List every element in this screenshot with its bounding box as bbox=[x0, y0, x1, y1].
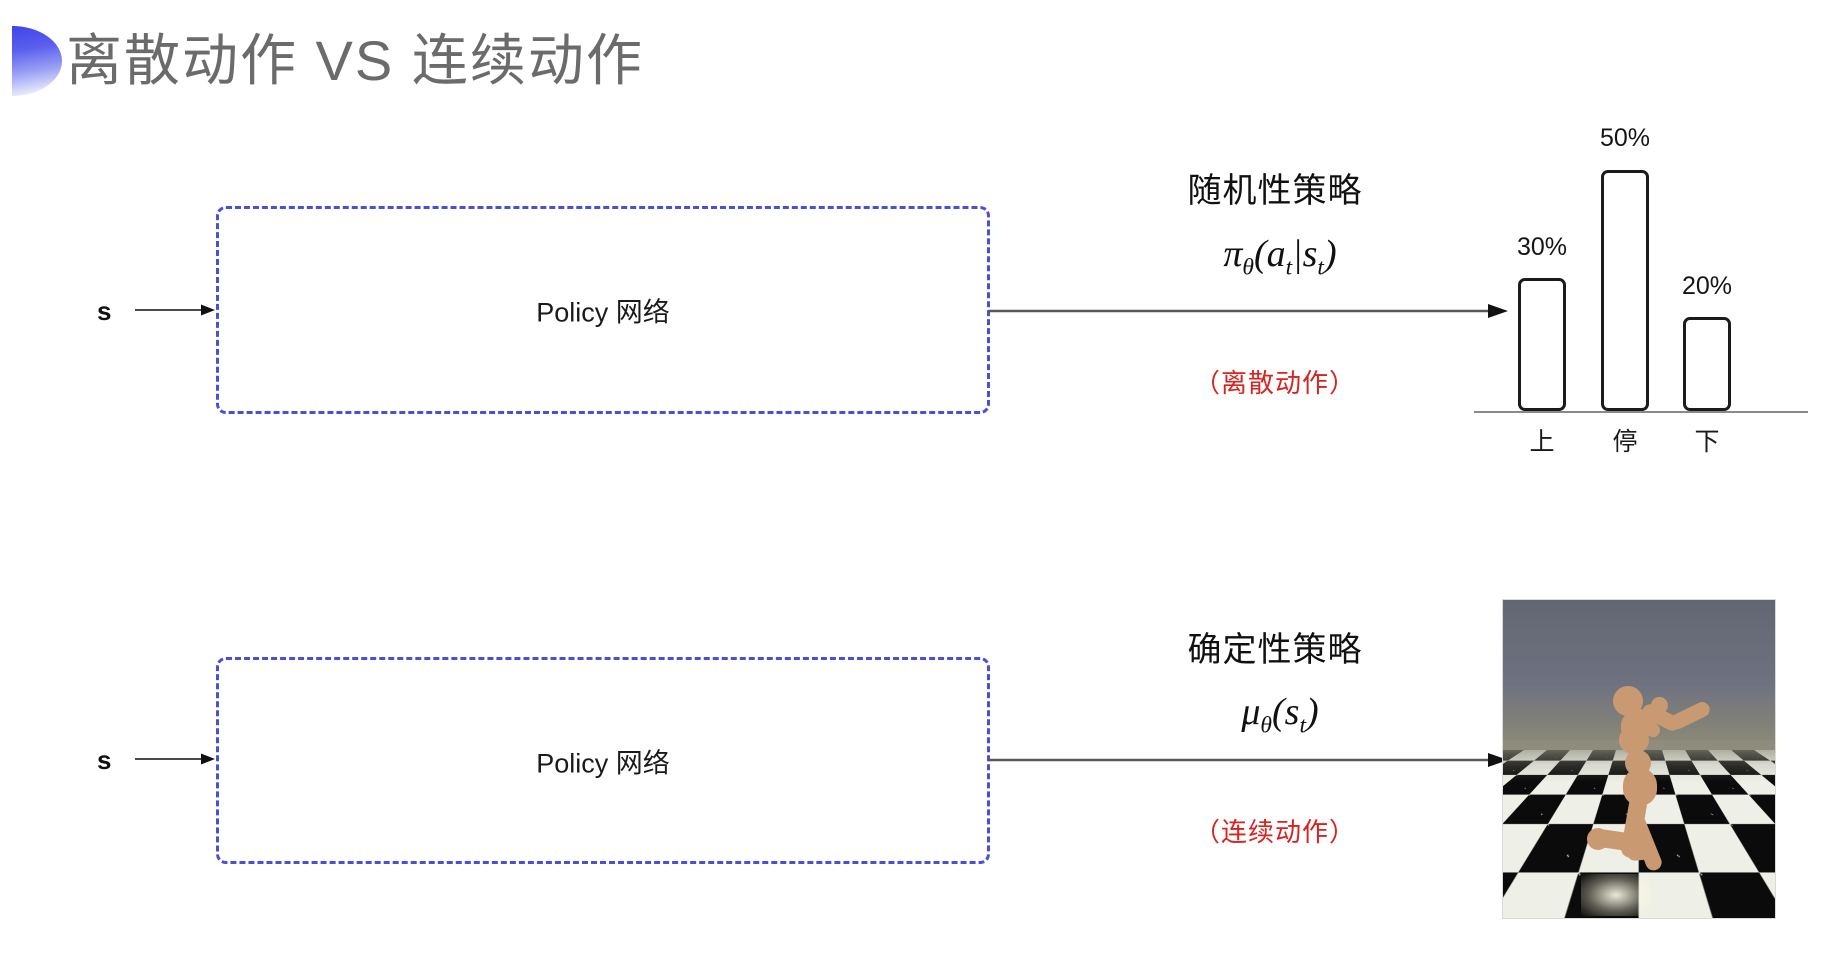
page-title: 离散动作 VS 连续动作 bbox=[66, 29, 644, 92]
humanoid-figure bbox=[1503, 600, 1775, 918]
row1-formula-t2: t bbox=[1317, 254, 1324, 281]
chart-x-axis bbox=[1474, 411, 1808, 413]
row1-formula-close: ) bbox=[1323, 233, 1337, 275]
row2-output-arrow-icon bbox=[988, 752, 1508, 768]
row1-output-arrow-icon bbox=[988, 303, 1508, 319]
humanoid-rear-knee bbox=[1587, 828, 1609, 850]
row2-policy-network-box: Policy 网络 bbox=[216, 657, 990, 864]
row2-formula-close: ) bbox=[1306, 691, 1319, 733]
bar-category-0: 上 bbox=[1529, 428, 1555, 456]
title-decoration-icon bbox=[12, 26, 62, 96]
action-probability-bar-chart: 30% 上 50% 停 20% 下 bbox=[1470, 100, 1810, 460]
row1-input-arrow-icon bbox=[135, 303, 215, 316]
row2-action-note: （连续动作） bbox=[1193, 817, 1356, 847]
humanoid-forearm bbox=[1667, 699, 1713, 732]
row2-formula-open: (s bbox=[1272, 691, 1300, 733]
row1-formula-bar: |s bbox=[1292, 233, 1318, 275]
bar-category-2: 下 bbox=[1694, 428, 1720, 456]
row2-policy-type-label: 确定性策略 bbox=[1187, 631, 1363, 669]
row2-formula-mu: μ bbox=[1241, 691, 1261, 733]
row1-policy-type-label: 随机性策略 bbox=[1187, 172, 1363, 210]
bar-0 bbox=[1518, 278, 1566, 411]
bar-category-1: 停 bbox=[1612, 428, 1638, 456]
row1-policy-formula: πθ(at|st) bbox=[1140, 232, 1420, 282]
row1-input-state-label: s bbox=[97, 296, 112, 326]
row2-formula-theta: θ bbox=[1260, 712, 1272, 739]
row1-policy-network-box: Policy 网络 bbox=[216, 206, 990, 414]
bar-value-1: 50% bbox=[1599, 124, 1651, 152]
row1-action-note: （离散动作） bbox=[1193, 368, 1356, 398]
bar-value-2: 20% bbox=[1681, 272, 1733, 300]
sim-floor-glare bbox=[1581, 874, 1651, 916]
humanoid-simulation-image bbox=[1503, 600, 1775, 918]
row1-formula-t1: t bbox=[1285, 254, 1293, 281]
row1-formula-pi: π bbox=[1223, 233, 1243, 275]
row2-input-state-label: s bbox=[97, 745, 112, 775]
row1-formula-open: (a bbox=[1253, 233, 1286, 275]
bar-1 bbox=[1601, 170, 1649, 411]
row2-policy-network-label: Policy 网络 bbox=[536, 748, 670, 778]
row2-formula-t1: t bbox=[1299, 712, 1306, 739]
bar-value-0: 30% bbox=[1516, 233, 1568, 261]
row1-policy-network-label: Policy 网络 bbox=[536, 297, 670, 328]
bar-2 bbox=[1683, 317, 1731, 411]
humanoid-hand bbox=[1651, 697, 1668, 714]
row2-policy-formula: μθ(st) bbox=[1140, 690, 1420, 740]
row2-input-arrow-icon bbox=[135, 752, 215, 765]
row1-formula-theta: θ bbox=[1242, 254, 1254, 281]
